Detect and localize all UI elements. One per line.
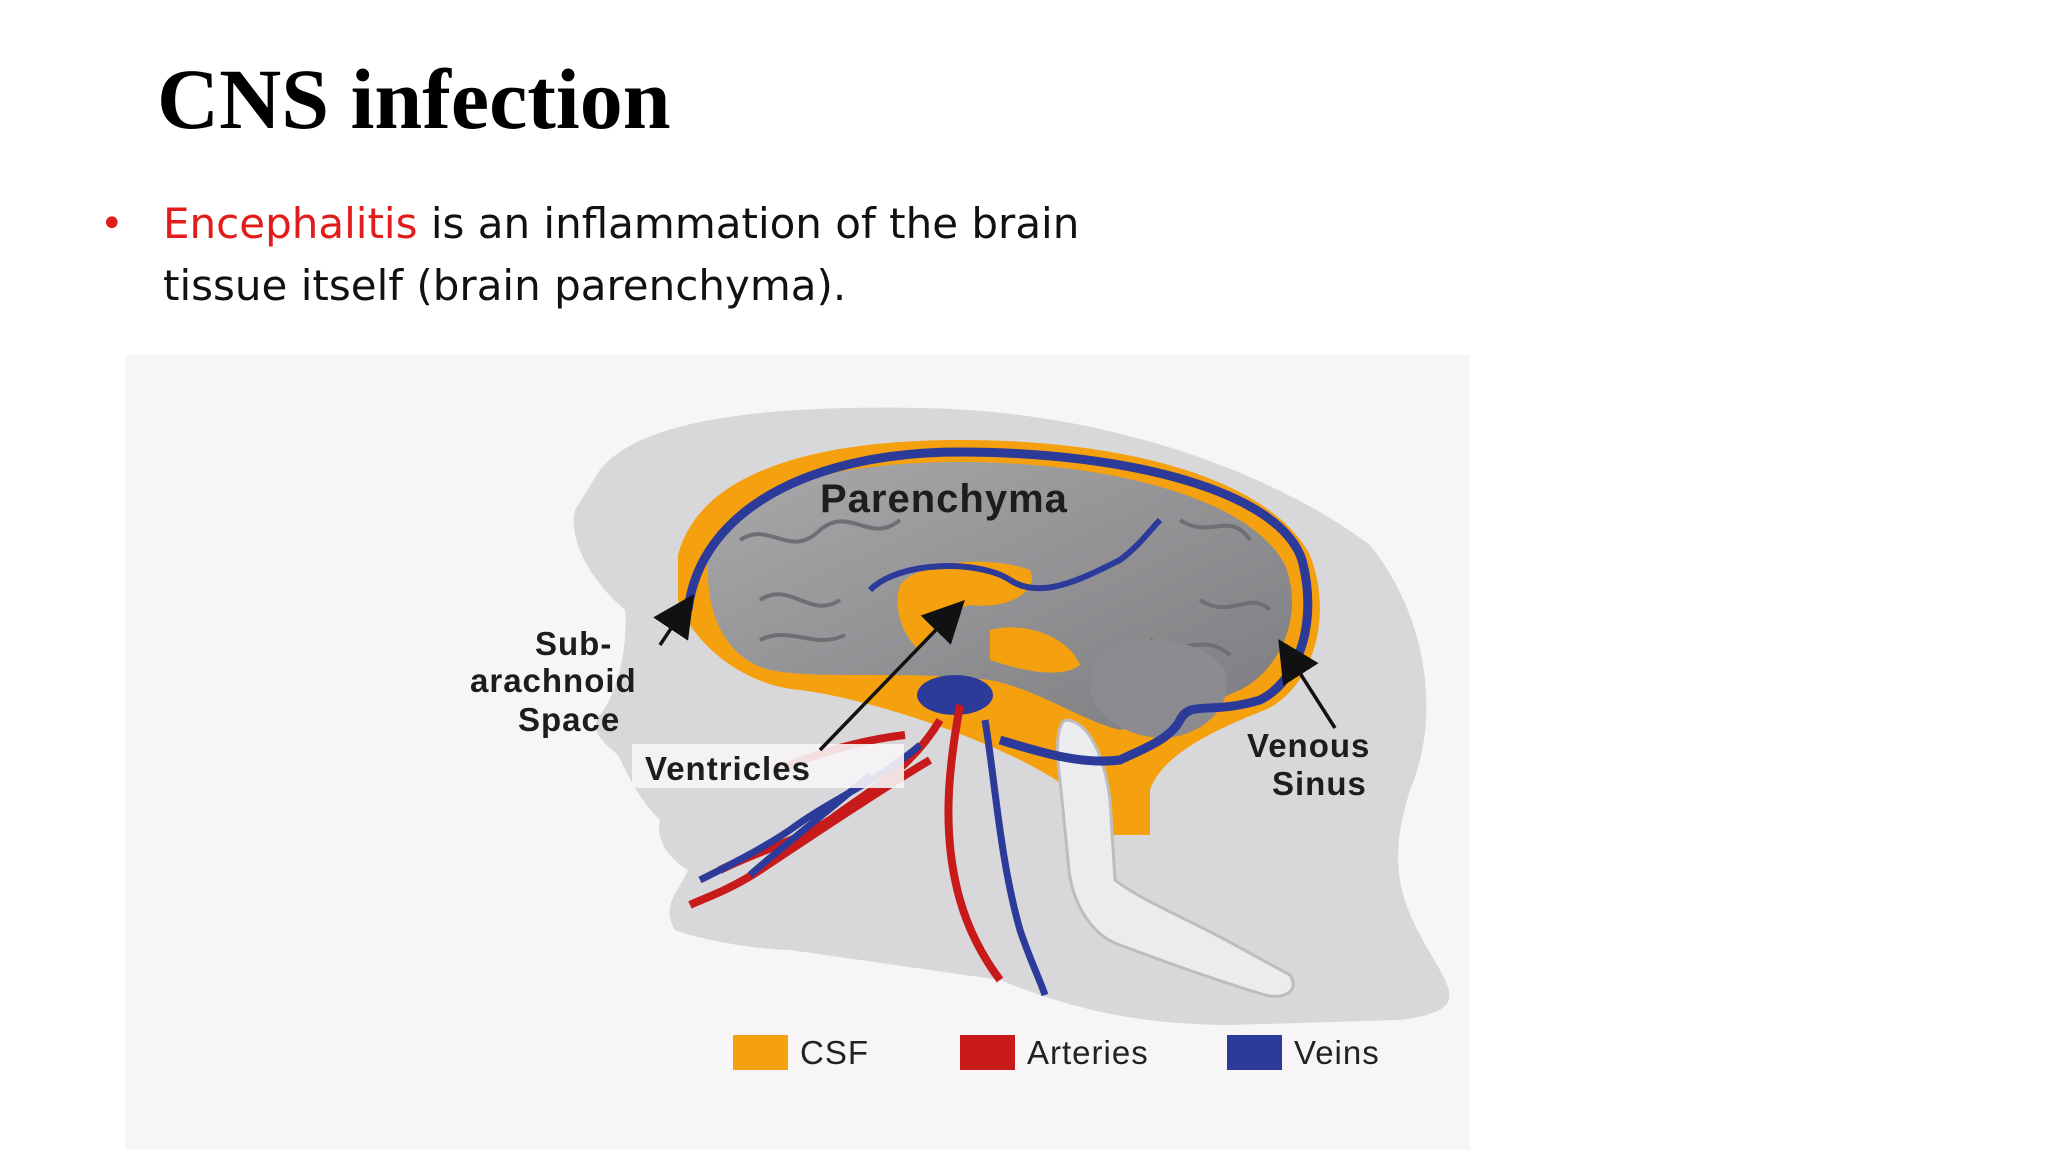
label-subarachnoid-1: Sub- [535, 625, 612, 662]
legend: CSF Arteries Veins [733, 1034, 1380, 1071]
legend-label-veins: Veins [1294, 1034, 1380, 1071]
pointer-arrows [653, 594, 1337, 752]
legend-label-csf: CSF [800, 1034, 869, 1071]
legend-swatch-arteries [960, 1035, 1015, 1070]
label-parenchyma: Parenchyma [820, 477, 1068, 521]
spinal-column [1056, 718, 1295, 998]
venous-sinus [683, 447, 1313, 766]
bullet-line-2: tissue itself (brain parenchyma). [163, 261, 847, 310]
label-venous-1: Venous [1247, 727, 1370, 764]
label-subarachnoid-3: Space [518, 701, 620, 738]
highlighted-term: Encephalitis [163, 199, 418, 248]
gyri-pattern [738, 518, 1272, 657]
legend-swatch-csf [733, 1035, 788, 1070]
bullet-line-1: is an inflammation of the brain [417, 199, 1080, 248]
slide-title: CNS infection [157, 51, 671, 147]
label-ventricles: Ventricles [645, 750, 811, 787]
label-venous-2: Sinus [1272, 765, 1367, 802]
bullet-dot-icon: • [100, 201, 124, 247]
legend-label-arteries: Arteries [1027, 1034, 1149, 1071]
legend-swatch-veins [1227, 1035, 1282, 1070]
bullet-item: • Encephalitis is an inflammation of the… [100, 193, 1100, 317]
label-subarachnoid-2: arachnoid [470, 662, 637, 699]
bullet-text: Encephalitis is an inflammation of the b… [163, 193, 1100, 317]
